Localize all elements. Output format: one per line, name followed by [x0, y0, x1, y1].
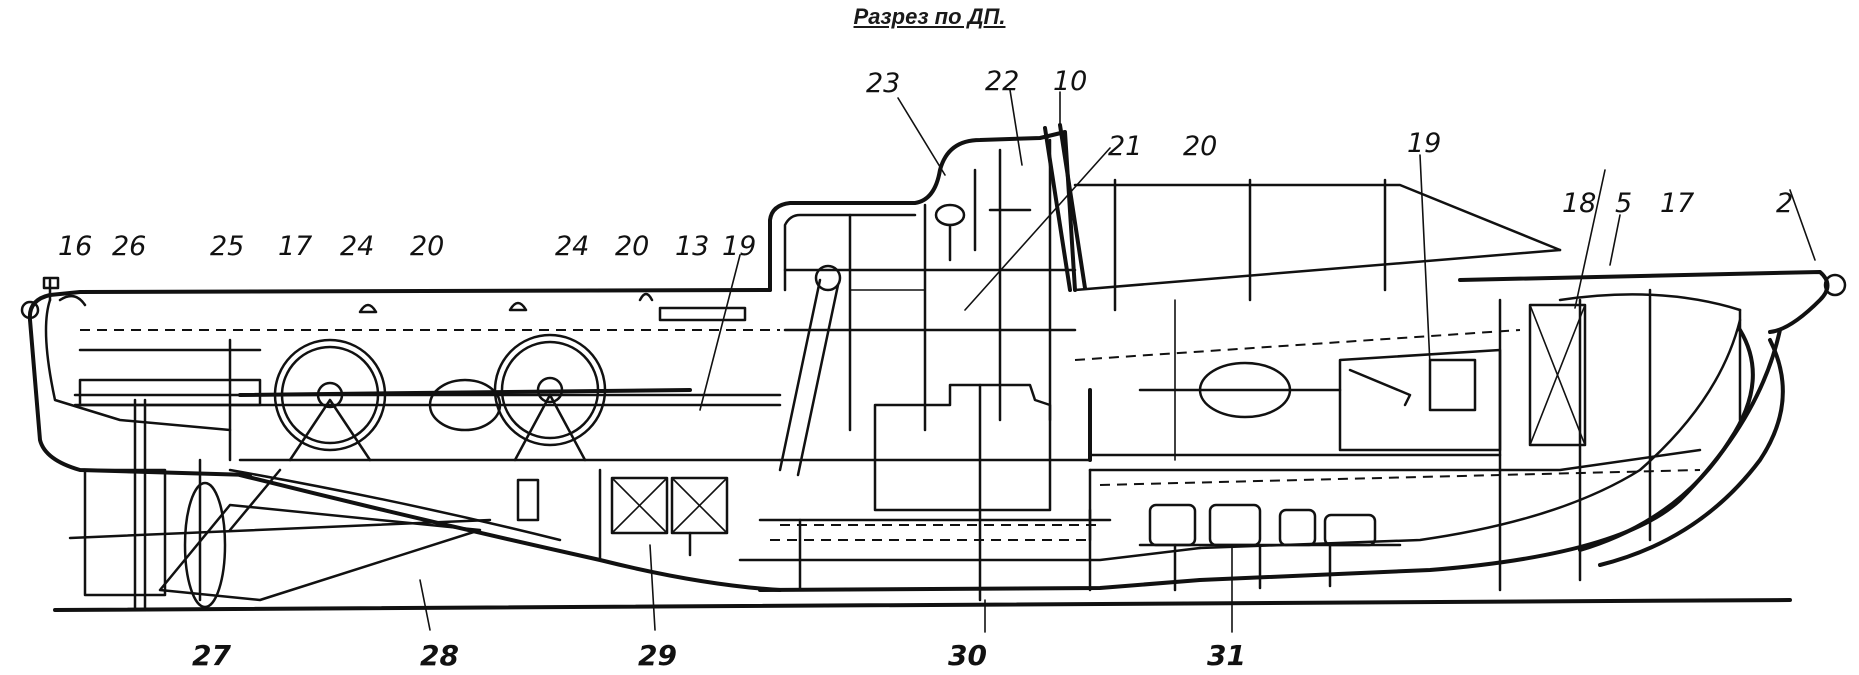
drawing-title: Разрез по ДП.	[853, 4, 1006, 29]
callout-20-aft: 20	[410, 231, 444, 262]
forward-cabin	[1073, 178, 1742, 592]
batteries-31	[1138, 503, 1402, 592]
cable-reels-24	[238, 333, 692, 462]
callout-27: 27	[192, 639, 231, 672]
callout-23: 23	[866, 68, 900, 99]
wheelhouse	[768, 123, 1087, 477]
callout-16: 16	[58, 231, 92, 262]
callout-20-mid: 20	[615, 231, 649, 262]
callout-26: 26	[112, 231, 146, 262]
callout-30: 30	[948, 639, 987, 672]
stern-details	[20, 276, 747, 322]
callout-24-mid: 24	[555, 231, 589, 262]
boxes-29	[516, 468, 729, 562]
callout-5: 5	[1615, 188, 1632, 219]
callout-21: 21	[1108, 131, 1142, 162]
callout-19-aft: 19	[722, 231, 756, 262]
callout-13: 13	[675, 231, 709, 262]
callout-labels: 16 26 25 17 24 20 24 20 13 19 23 22 10 2…	[58, 66, 1793, 672]
callout-19-fwd: 19	[1407, 128, 1441, 159]
callout-31: 31	[1207, 639, 1246, 672]
callout-22: 22	[985, 66, 1019, 97]
callout-28: 28	[420, 639, 459, 672]
engine-30	[770, 383, 1092, 602]
callout-2: 2	[1776, 188, 1793, 219]
stern-machinery	[68, 338, 492, 612]
hull-outline	[27, 270, 1847, 602]
callout-18: 18	[1562, 188, 1596, 219]
callout-10: 10	[1053, 66, 1087, 97]
leader-lines	[419, 89, 1816, 633]
callout-25: 25	[210, 231, 244, 262]
callout-24-aft: 24	[340, 231, 374, 262]
baseline	[53, 598, 1792, 612]
callout-17-fwd: 17	[1660, 188, 1694, 219]
callout-20-fwd: 20	[1183, 131, 1217, 162]
callout-17-aft: 17	[278, 231, 312, 262]
callout-29: 29	[638, 639, 677, 672]
interior-decks	[73, 329, 1702, 542]
